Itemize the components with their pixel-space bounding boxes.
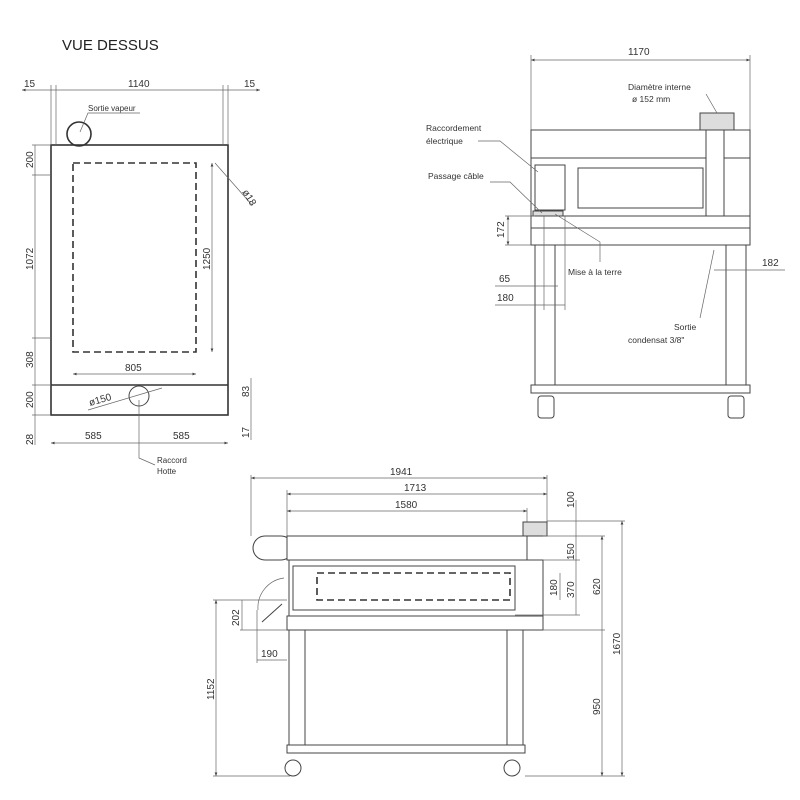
dim-585-left: 585 bbox=[85, 431, 102, 442]
side-shelf bbox=[286, 744, 526, 754]
side-leg-right bbox=[506, 629, 524, 747]
dim-950: 950 bbox=[592, 698, 603, 715]
dim-15-left: 15 bbox=[24, 79, 36, 90]
bottom-shelf bbox=[530, 384, 751, 394]
dim-1250: 1250 bbox=[202, 247, 213, 270]
drawing-line bbox=[490, 181, 543, 214]
label-internal-diameter-1: Diamètre interne bbox=[628, 82, 691, 92]
dim-370: 370 bbox=[566, 581, 577, 598]
drawing-line bbox=[530, 215, 751, 229]
drawing-line bbox=[79, 112, 140, 133]
dim-585-right: 585 bbox=[173, 431, 190, 442]
drawing-line bbox=[705, 93, 718, 114]
dim-190: 190 bbox=[261, 649, 278, 660]
side-wheel-left bbox=[284, 759, 302, 777]
dim-1140: 1140 bbox=[128, 79, 150, 90]
label-steam-outlet: Sortie vapeur bbox=[88, 104, 136, 113]
drawing-line bbox=[286, 615, 544, 631]
side-vent-box bbox=[522, 521, 548, 537]
dim-1152: 1152 bbox=[206, 678, 217, 700]
top-view-outline bbox=[50, 144, 229, 416]
electrical-box bbox=[534, 164, 566, 211]
dim-1713: 1713 bbox=[404, 483, 427, 494]
dim-200-bottom: 200 bbox=[25, 391, 36, 408]
dim-308: 308 bbox=[25, 351, 36, 368]
label-electrical-2: électrique bbox=[426, 136, 463, 146]
wheel-right bbox=[727, 395, 745, 419]
vent-box bbox=[699, 112, 735, 131]
label-condensate-2: condensat 3/8" bbox=[628, 335, 684, 345]
leg-left bbox=[534, 244, 556, 386]
label-earthing: Mise à la terre bbox=[568, 267, 622, 277]
oven-door bbox=[577, 167, 704, 209]
dim-28: 28 bbox=[25, 433, 36, 445]
dim-15-right: 15 bbox=[244, 79, 256, 90]
dim-620: 620 bbox=[592, 578, 603, 595]
drawing-line bbox=[87, 387, 163, 411]
dim-182: 182 bbox=[762, 258, 779, 269]
door-handle bbox=[261, 603, 283, 623]
dim-100: 100 bbox=[566, 491, 577, 508]
dim-180-side: 180 bbox=[549, 579, 560, 596]
dim-1580: 1580 bbox=[395, 500, 418, 511]
label-condensate-1: Sortie bbox=[674, 322, 696, 332]
side-view: 1941 1713 1580 100 150 370 180 6 bbox=[206, 467, 625, 777]
dim-200-top: 200 bbox=[25, 151, 36, 168]
drawing-line bbox=[214, 162, 253, 206]
label-cable-passage: Passage câble bbox=[428, 171, 484, 181]
side-wheel-right bbox=[503, 759, 521, 777]
wheel-left bbox=[537, 395, 555, 419]
dim-1941: 1941 bbox=[390, 467, 413, 478]
dim-202: 202 bbox=[231, 609, 242, 626]
steam-outlet-circle bbox=[66, 121, 92, 147]
drawing-line bbox=[530, 227, 751, 246]
dim-150: 150 bbox=[566, 543, 577, 560]
drawing-line bbox=[138, 447, 156, 466]
drawing-line bbox=[554, 213, 601, 243]
dim-83: 83 bbox=[241, 385, 252, 397]
label-hood-connection-1: Raccord bbox=[157, 456, 187, 465]
leg-right bbox=[725, 244, 747, 386]
view-title: VUE DESSUS bbox=[62, 37, 159, 54]
front-view: 1170 172 65 180 182 Diamètre interne ø 1… bbox=[426, 47, 785, 419]
dim-1170: 1170 bbox=[628, 47, 650, 58]
dim-1072: 1072 bbox=[25, 247, 36, 270]
dim-1670: 1670 bbox=[612, 632, 623, 655]
drawing-line bbox=[699, 249, 715, 319]
side-leg-left bbox=[288, 629, 306, 747]
door-swing-arc bbox=[257, 577, 285, 611]
dim-180: 180 bbox=[497, 293, 514, 304]
baking-chamber-outline bbox=[72, 162, 197, 353]
label-electrical-1: Raccordement bbox=[426, 123, 482, 133]
dim-172: 172 bbox=[496, 221, 507, 238]
label-hood-connection-2: Hotte bbox=[157, 467, 177, 476]
drawing-line bbox=[532, 210, 564, 217]
dim-805: 805 bbox=[125, 363, 142, 374]
dim-65: 65 bbox=[499, 274, 511, 285]
drawing-line bbox=[292, 565, 516, 611]
drawing-line bbox=[286, 535, 528, 561]
dim-diameter-18: ø18 bbox=[239, 188, 258, 209]
dim-17: 17 bbox=[241, 426, 252, 438]
label-internal-diameter-2: ø 152 mm bbox=[632, 94, 670, 104]
top-view: 15 1140 15 200 1072 308 200 28 1250 805 … bbox=[22, 79, 260, 476]
drawing-line bbox=[478, 140, 539, 173]
